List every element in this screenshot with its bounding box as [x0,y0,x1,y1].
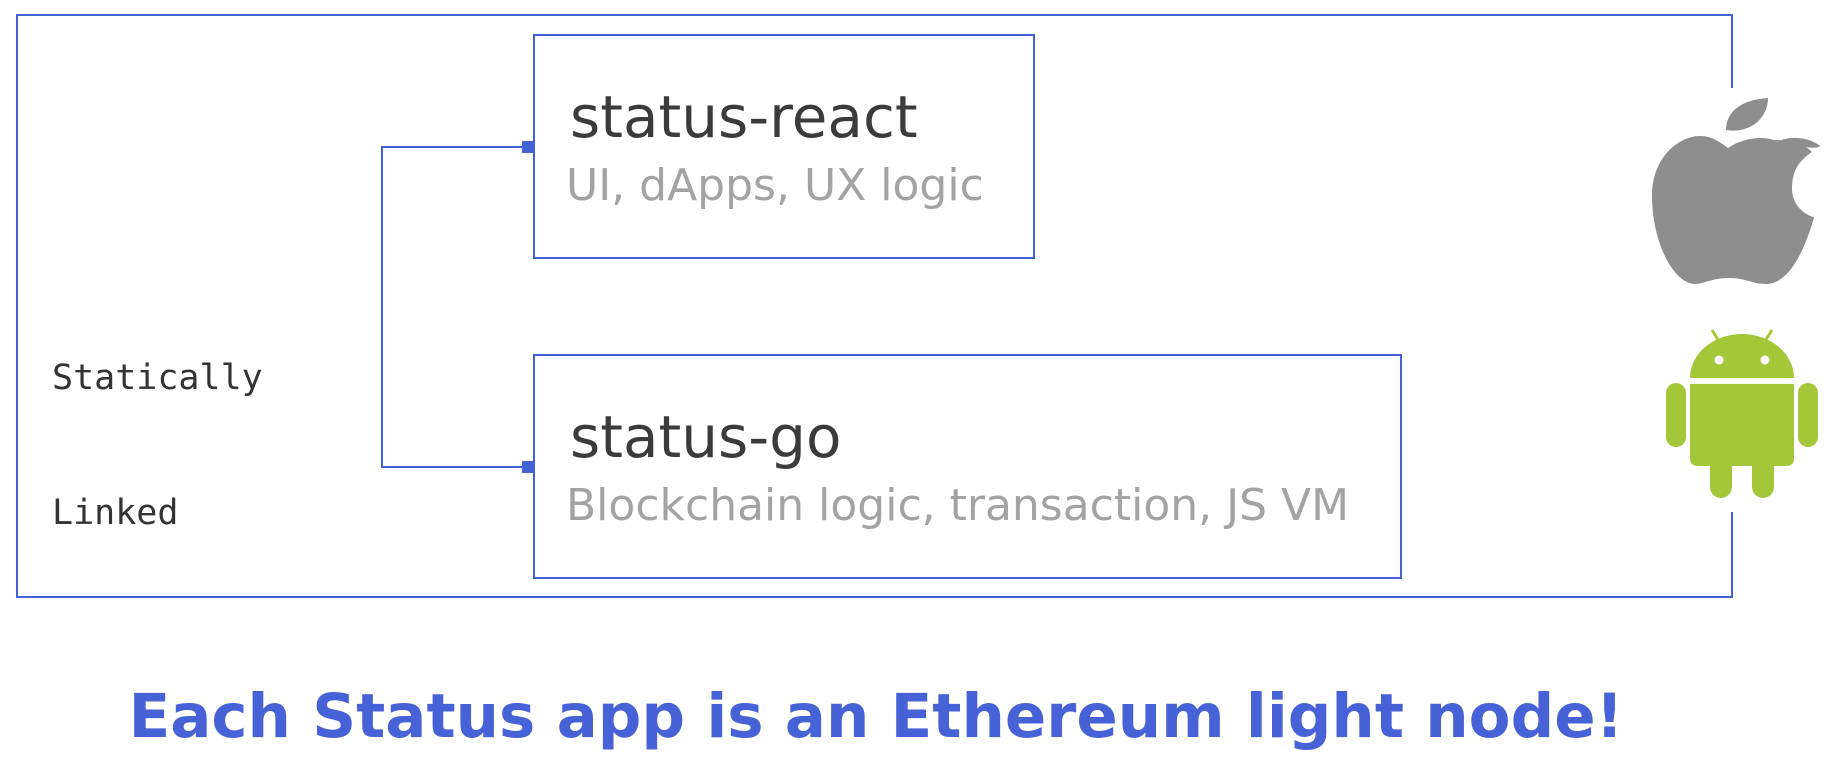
label-line-2: Linked [52,493,179,533]
link-end-go [522,461,534,473]
status-react-title: status-react [570,83,918,151]
android-icon [1666,329,1818,498]
status-react-subtitle: UI, dApps, UX logic [566,160,984,211]
tagline: Each Status app is an Ethereum light nod… [128,681,1624,752]
link-end-react [522,141,534,153]
apple-icon [1652,98,1824,284]
app-frame [16,14,1733,598]
status-go-title: status-go [570,403,842,471]
statically-linked-label: Statically Linked [52,266,263,581]
label-line-1: Statically [52,358,263,398]
link-connector [381,146,528,468]
status-go-subtitle: Blockchain logic, transaction, JS VM [566,480,1350,531]
